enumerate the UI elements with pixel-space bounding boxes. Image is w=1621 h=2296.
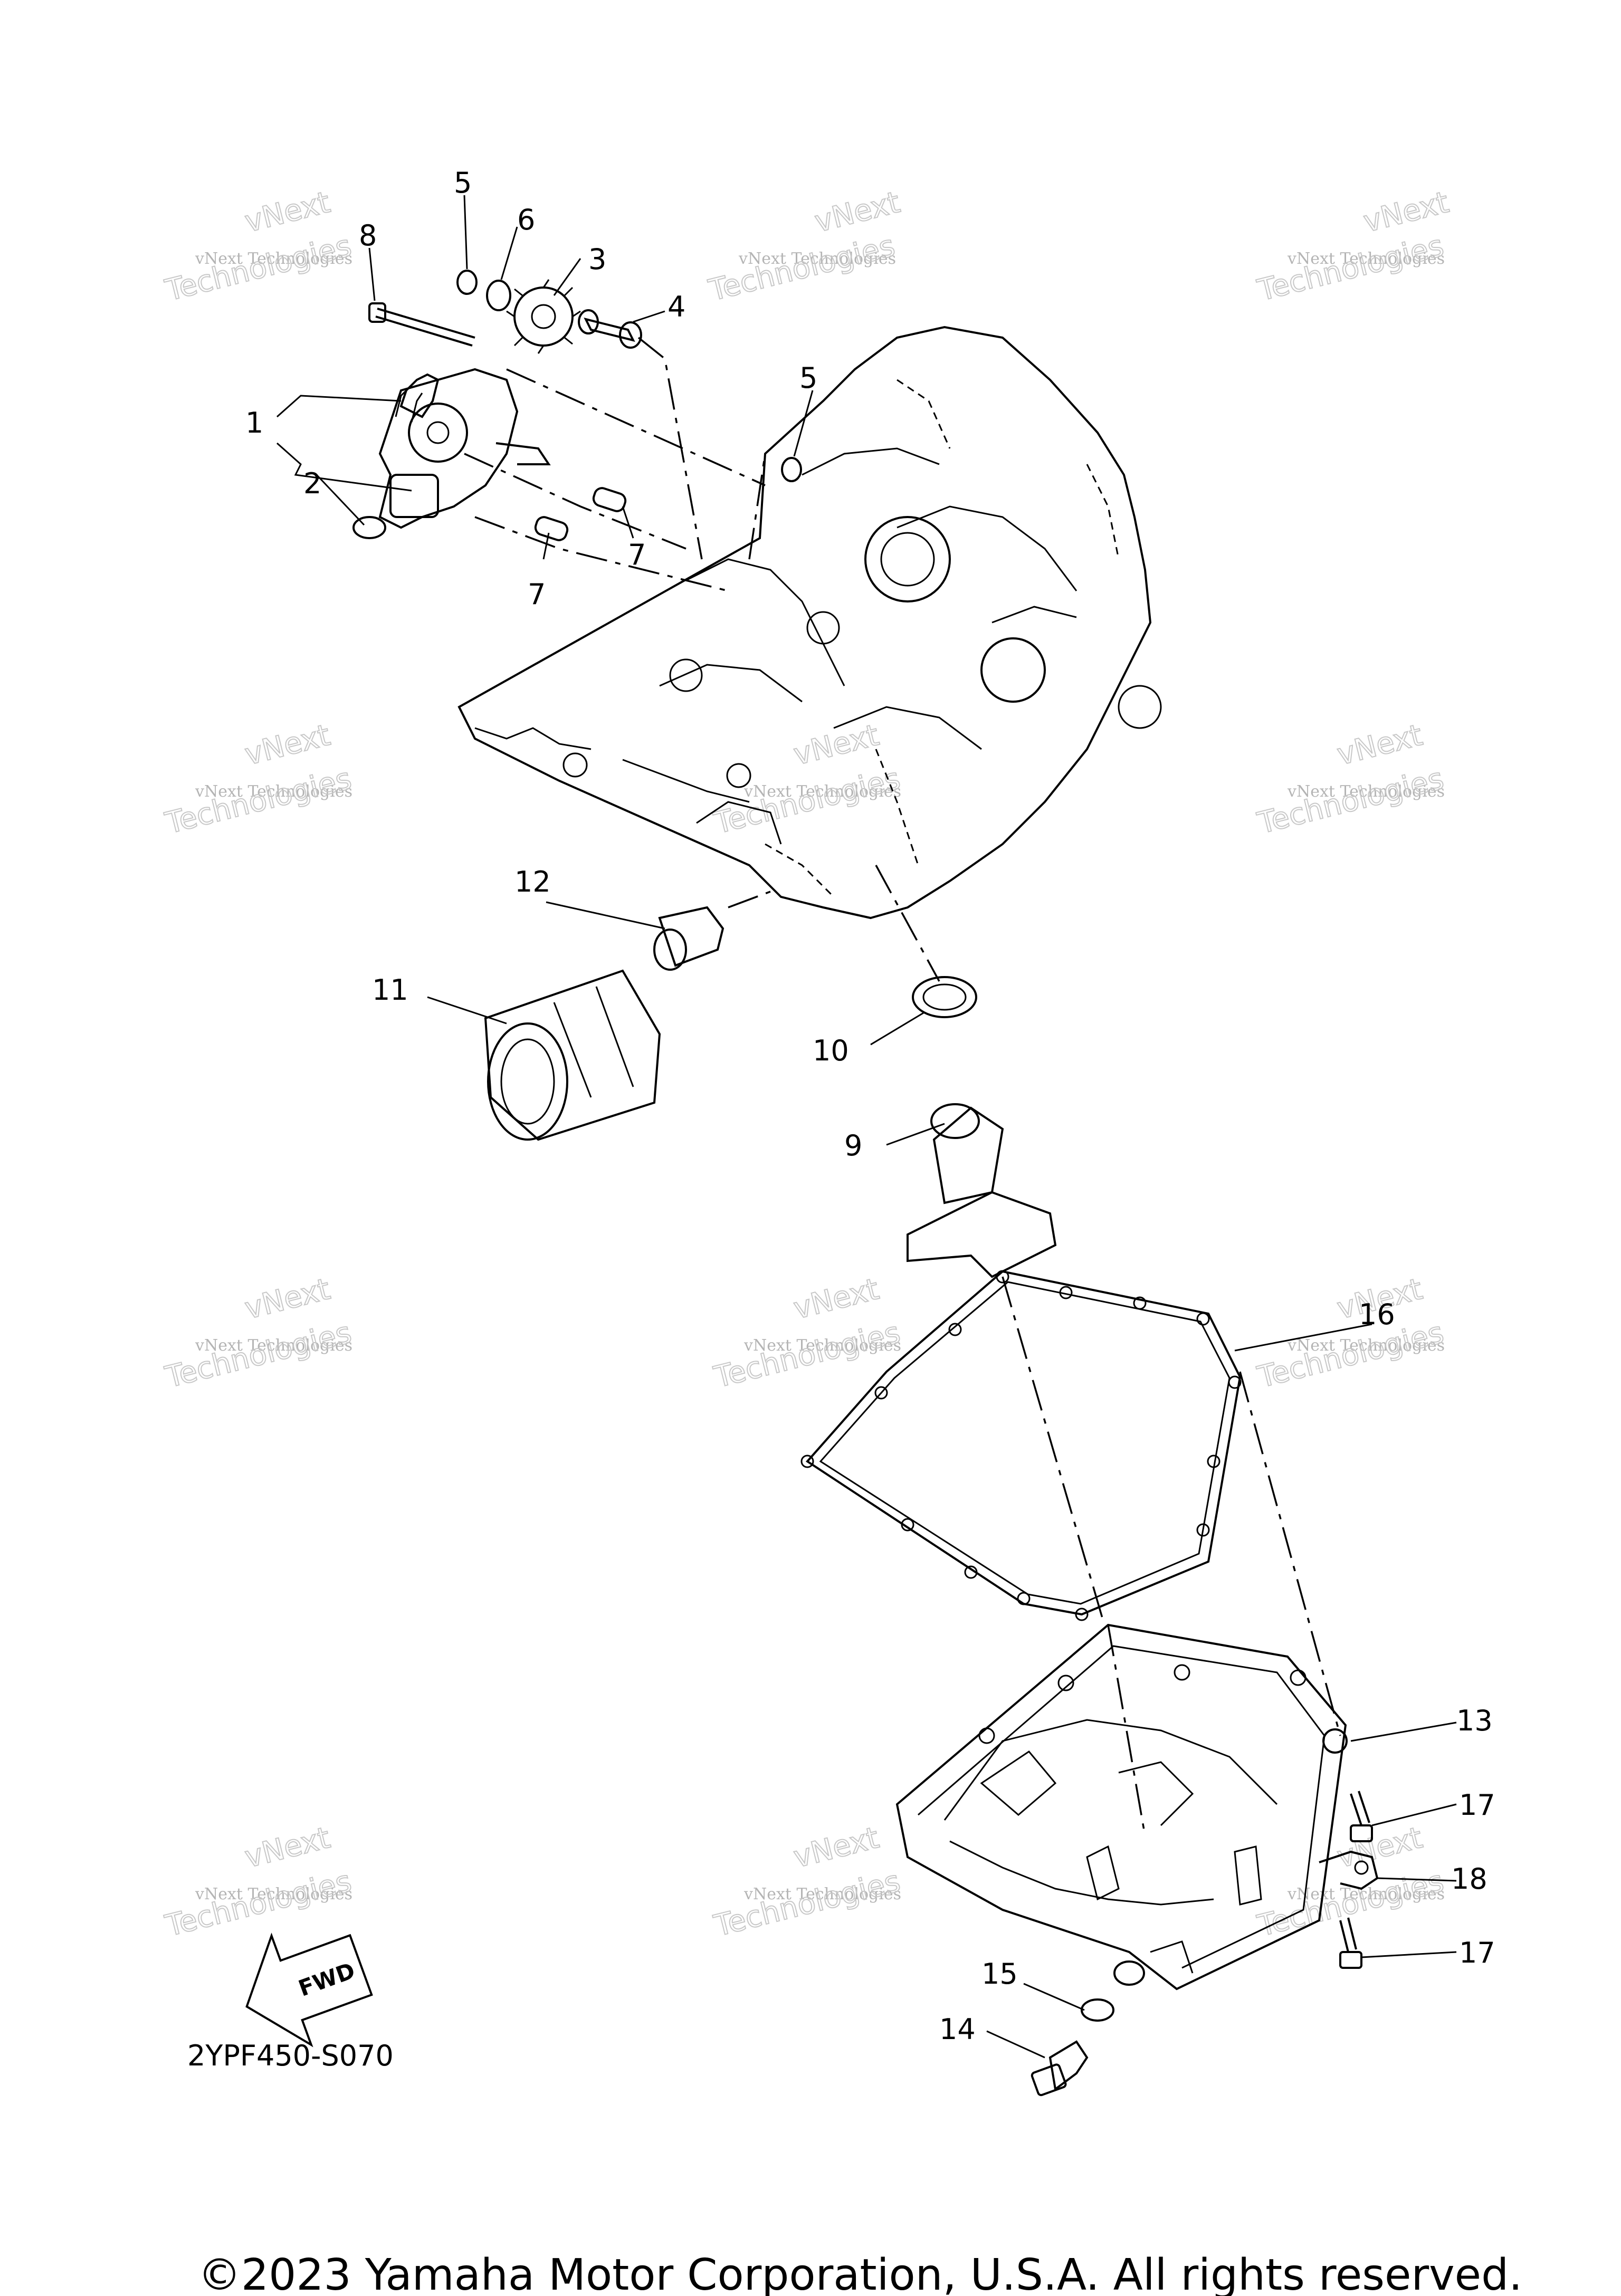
watermark: vNext vNext Technologies Technologies: [161, 1820, 356, 1944]
svg-text:Technologies: Technologies: [1254, 228, 1447, 308]
svg-text:vNext Technologies: vNext Technologies: [1287, 250, 1445, 268]
watermark: vNext vNext Technologies Technologies: [161, 718, 356, 841]
svg-text:Technologies: Technologies: [1254, 761, 1447, 840]
callout-7: 7: [528, 578, 546, 611]
svg-text:vNext Technologies: vNext Technologies: [743, 782, 901, 801]
svg-text:vNext Technologies: vNext Technologies: [743, 1336, 901, 1355]
svg-text:vNext: vNext: [790, 718, 882, 772]
svg-text:Technologies: Technologies: [711, 1864, 904, 1943]
watermark: vNext vNext Technologies Technologies: [161, 1271, 356, 1395]
callout-18: 18: [1451, 1862, 1487, 1896]
svg-text:vNext Technologies: vNext Technologies: [1287, 1885, 1445, 1903]
crankcase: [457, 326, 1162, 920]
callout-2: 2: [303, 467, 321, 500]
callout-9: 9: [844, 1129, 862, 1162]
oil-pump-assembly: [378, 368, 551, 529]
svg-text:vNext: vNext: [242, 185, 333, 240]
diagram-code: 2YPF450-S070: [187, 2039, 394, 2072]
svg-text:Technologies: Technologies: [711, 761, 904, 840]
svg-text:Technologies: Technologies: [711, 1315, 904, 1394]
callout-17: 17: [1459, 1788, 1495, 1822]
washer-6: [486, 280, 511, 311]
shaft-4: [578, 309, 642, 349]
svg-text:vNext Technologies: vNext Technologies: [1287, 782, 1445, 801]
oil-filter-11: [484, 969, 661, 1141]
watermark: vNext vNext Technologies Technologies: [710, 1820, 904, 1944]
svg-text:Technologies: Technologies: [1254, 1315, 1447, 1394]
callout-13: 13: [1456, 1704, 1493, 1737]
svg-text:Technologies: Technologies: [162, 1315, 355, 1394]
svg-text:vNext Technologies: vNext Technologies: [195, 1885, 352, 1903]
callout-8: 8: [359, 219, 377, 252]
callout-5: 5: [454, 166, 472, 199]
oil-strainer-9: [907, 1103, 1057, 1278]
svg-text:vNext: vNext: [1334, 1821, 1426, 1875]
o-ring-10: [912, 976, 977, 1018]
bolt-8: [368, 302, 475, 347]
watermark: vNext vNext Technologies Technologies: [710, 718, 904, 841]
callout-1: 1: [245, 406, 263, 439]
dowel-pin-7: [592, 487, 627, 512]
callout-6: 6: [517, 203, 535, 236]
leader-lines: [276, 195, 1457, 2059]
center-lines: [464, 337, 1341, 1836]
svg-text:vNext Technologies: vNext Technologies: [1287, 1336, 1445, 1355]
svg-text:vNext: vNext: [1334, 718, 1426, 772]
oil-pan-13: [895, 1623, 1348, 1991]
gasket-16: [800, 1270, 1242, 1621]
callout-labels: 1 2 3 4 5 5 6 7 7 8 9 10 11 12 13 14 15 …: [245, 166, 1495, 2046]
svg-text:vNext: vNext: [242, 718, 333, 772]
o-ring-2: [352, 516, 386, 539]
callout-7: 7: [628, 538, 646, 571]
watermark: vNext vNext Technologies Technologies: [1254, 718, 1448, 841]
callout-12: 12: [514, 865, 551, 898]
watermark: vNext vNext Technologies Technologies: [1254, 185, 1453, 309]
watermark-group: vNext vNext Technologies Technologies vN…: [161, 185, 1453, 1944]
dowel-pin-7: [534, 516, 569, 541]
drain-bolt-14: [1031, 2040, 1089, 2097]
copyright-notice: ©2023 Yamaha Motor Corporation, U.S.A. A…: [198, 2250, 1522, 2296]
bolt-17: [1339, 1917, 1362, 1969]
clamp-18: [1319, 1850, 1379, 1890]
svg-text:vNext Technologies: vNext Technologies: [738, 250, 896, 268]
circlip-5: [781, 457, 802, 482]
svg-text:Technologies: Technologies: [162, 1864, 355, 1943]
svg-text:Technologies: Technologies: [705, 228, 899, 308]
callout-4: 4: [668, 290, 685, 323]
callout-11: 11: [372, 973, 408, 1007]
svg-text:vNext Technologies: vNext Technologies: [743, 1885, 901, 1903]
callout-14: 14: [939, 2013, 976, 2046]
watermark: vNext vNext Technologies Technologies: [1254, 1271, 1448, 1395]
svg-text:vNext: vNext: [790, 1821, 882, 1875]
svg-text:Technologies: Technologies: [162, 228, 355, 308]
callout-15: 15: [981, 1957, 1018, 1991]
svg-text:vNext Technologies: vNext Technologies: [195, 1336, 352, 1355]
svg-text:vNext Technologies: vNext Technologies: [195, 250, 352, 268]
watermark: vNext vNext Technologies Technologies: [710, 1271, 904, 1395]
watermark: vNext vNext Technologies Technologies: [161, 185, 356, 309]
callout-10: 10: [813, 1034, 849, 1067]
svg-text:vNext: vNext: [242, 1821, 333, 1875]
callout-3: 3: [588, 243, 606, 276]
gear-3: [506, 279, 581, 354]
watermark: vNext vNext Technologies Technologies: [705, 185, 904, 309]
union-bolt-12: [653, 906, 724, 971]
svg-text:Technologies: Technologies: [162, 761, 355, 840]
fwd-arrow-icon: FWD: [245, 1933, 373, 2048]
callout-5: 5: [799, 361, 817, 395]
svg-text:vNext: vNext: [790, 1272, 882, 1326]
bolt-17: [1350, 1791, 1373, 1842]
circlip-5: [456, 270, 478, 295]
svg-text:vNext Technologies: vNext Technologies: [195, 782, 352, 801]
gasket-15: [1081, 1998, 1114, 2022]
callout-17: 17: [1459, 1936, 1495, 1969]
svg-text:vNext: vNext: [242, 1272, 333, 1326]
callout-16: 16: [1359, 1298, 1395, 1331]
